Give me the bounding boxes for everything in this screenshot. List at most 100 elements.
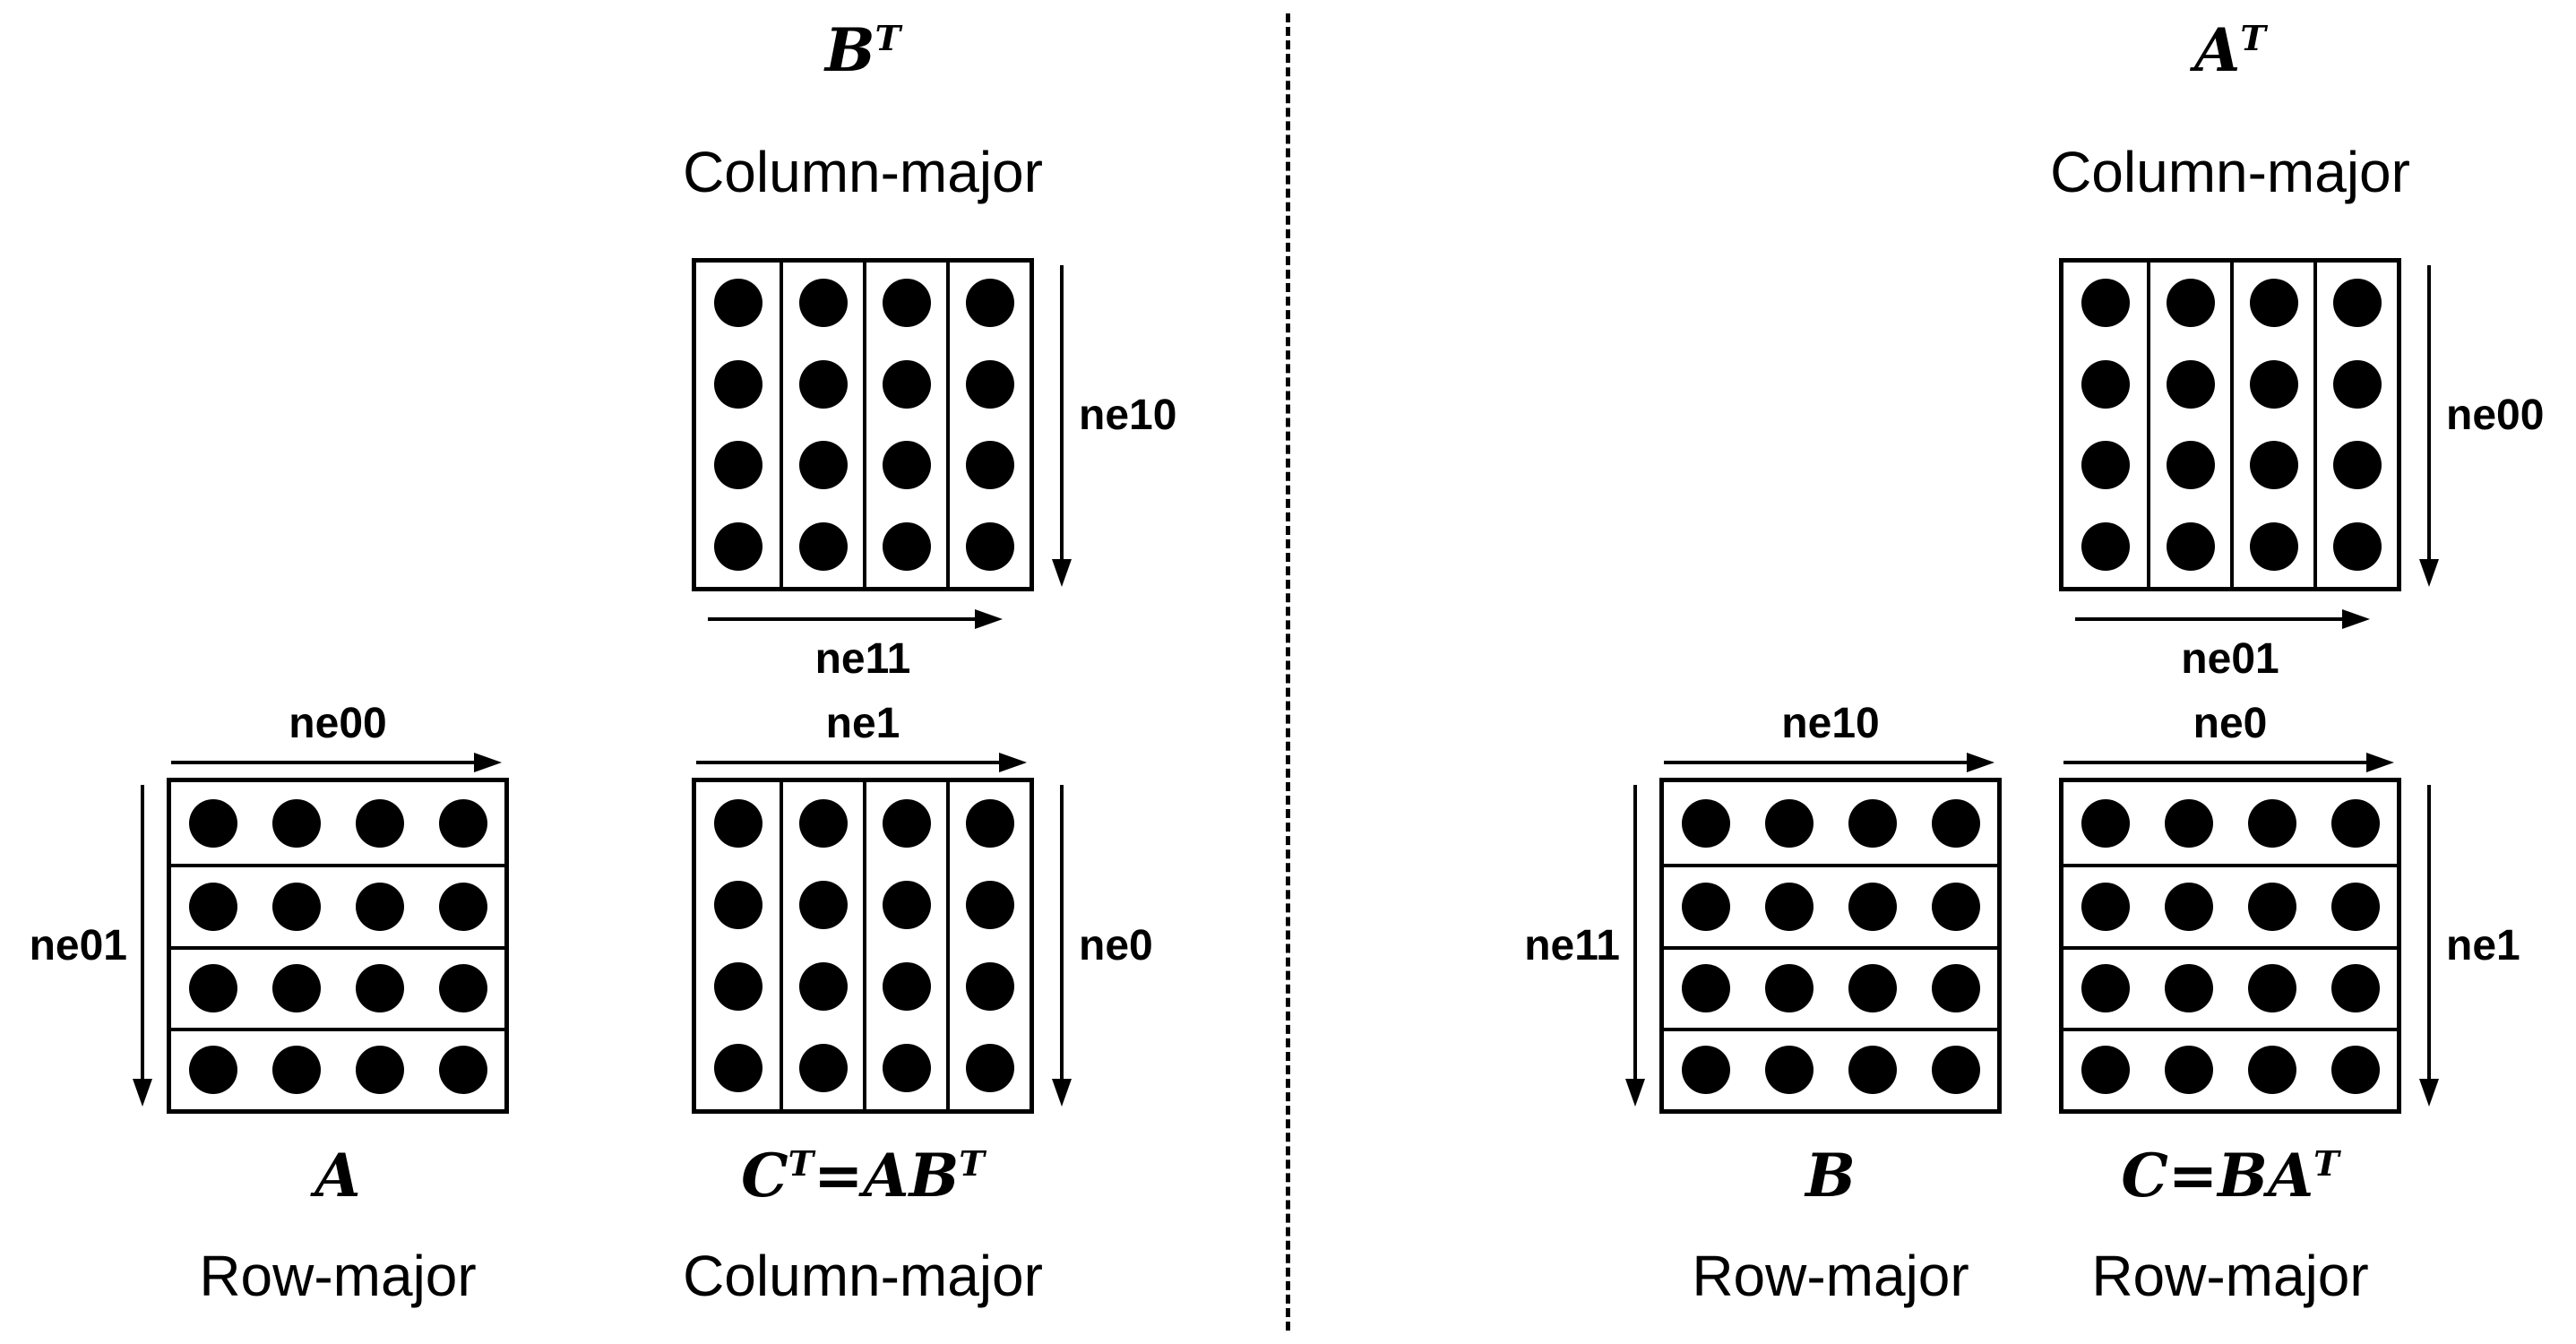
matrix-dot: [1931, 1046, 1980, 1095]
matrix-dot: [2166, 279, 2215, 328]
title-text: A: [2194, 15, 2241, 85]
matrix-dot: [271, 964, 321, 1013]
matrix-strip: [946, 263, 1030, 587]
arrow-head: [1625, 1079, 1645, 1107]
matrix-dot: [713, 880, 762, 929]
matrix-dot: [798, 521, 848, 571]
matrix-dot: [713, 359, 762, 409]
matrix-dot: [798, 359, 848, 409]
matrix-dot: [882, 279, 931, 328]
matrix-dot: [798, 962, 848, 1012]
ne0-label-top: ne0: [2193, 700, 2268, 747]
arrow-head: [133, 1079, 152, 1107]
matrix-bt: [692, 258, 1034, 591]
matrix-dot: [2332, 441, 2382, 490]
matrix-dot: [355, 964, 404, 1013]
title-text: A: [314, 1141, 361, 1210]
title-text: =AB: [814, 1141, 960, 1210]
matrix-dot: [2332, 521, 2382, 571]
matrix-strip: [2063, 263, 2147, 587]
title-text: B: [1805, 1141, 1856, 1210]
ne11-label: ne11: [814, 635, 911, 683]
arrow-head: [2342, 609, 2370, 629]
title-superscript: T: [959, 1144, 985, 1185]
matrix-dot: [1848, 1046, 1897, 1095]
matrix-dot: [798, 279, 848, 328]
matrix-dot: [1764, 798, 1814, 848]
matrix-dot: [355, 882, 404, 931]
matrix-strip: [171, 945, 504, 1028]
matrix-dot: [713, 962, 762, 1012]
matrix-dot: [188, 1046, 237, 1095]
ne00-label: ne00: [289, 700, 387, 747]
arrow-ne01-right: [2075, 609, 2370, 629]
matrix-title-b: B: [1659, 1140, 2002, 1211]
matrix-dot: [2081, 359, 2130, 409]
matrix-strip: [171, 864, 504, 945]
matrix-dot: [188, 964, 237, 1013]
matrix-dot: [355, 798, 404, 848]
matrix-dot: [2247, 882, 2296, 931]
matrix-title-c: C=BAT: [1969, 1140, 2491, 1211]
matrix-dot: [1764, 964, 1814, 1013]
matrix-dot: [271, 798, 321, 848]
matrix-dot: [965, 1044, 1014, 1093]
ne0-label: ne0: [1079, 922, 1153, 969]
matrix-strip: [780, 782, 863, 1109]
matrix-strip: [1664, 782, 1997, 864]
arrow-ne1-right: [696, 753, 1027, 772]
matrix-dot: [188, 798, 237, 848]
matrix-strip: [2063, 1027, 2397, 1109]
matrix-dot: [713, 1044, 762, 1093]
matrix-dot: [2081, 1046, 2130, 1095]
arrow-ne01-down: [133, 785, 152, 1107]
matrix-strip: [2063, 864, 2397, 945]
matrix-dot: [965, 962, 1014, 1012]
matrix-dot: [798, 1044, 848, 1093]
matrix-dot: [1848, 882, 1897, 931]
matrix-strip: [696, 782, 780, 1109]
matrix-dot: [2081, 279, 2130, 328]
arrow-head: [2366, 753, 2394, 772]
matrix-strip: [1664, 864, 1997, 945]
matrix-dot: [2332, 279, 2382, 328]
matrix-dot: [798, 880, 848, 929]
matrix-strip: [171, 782, 504, 864]
matrix-dot: [713, 521, 762, 571]
matrix-dot: [2081, 798, 2130, 848]
matrix-dot: [2166, 441, 2215, 490]
matrix-dot: [965, 880, 1014, 929]
matrix-dot: [188, 882, 237, 931]
arrow-head: [474, 753, 502, 772]
arrow-head: [975, 609, 1003, 629]
matrix-dot: [2330, 964, 2380, 1013]
matrix-dot: [2247, 1046, 2296, 1095]
matrix-dot: [1931, 964, 1980, 1013]
matrix-dot: [965, 359, 1014, 409]
matrix-dot: [1931, 798, 1980, 848]
title-superscript: T: [2240, 19, 2266, 59]
matrix-dot: [438, 798, 487, 848]
matrix-dot: [882, 1044, 931, 1093]
title-superscript: T: [874, 19, 901, 59]
matrix-dot: [965, 798, 1014, 848]
matrix-strip: [1664, 1027, 1997, 1109]
matrix-title-a: A: [167, 1140, 509, 1211]
layout-label-b: Row-major: [1692, 1244, 1969, 1308]
matrix-dot: [1681, 1046, 1730, 1095]
matrix-dot: [965, 521, 1014, 571]
arrow-ne11-right: [708, 609, 1003, 629]
matrix-dot: [2332, 359, 2382, 409]
matrix-strip: [2063, 945, 2397, 1028]
matrix-dot: [2247, 964, 2296, 1013]
ne00-label-right: ne00: [2446, 392, 2545, 439]
title-text: C=BA: [2121, 1141, 2314, 1210]
matrix-dot: [713, 798, 762, 848]
matrix-at: [2059, 258, 2401, 591]
title-text: C: [741, 1141, 788, 1210]
matrix-dot: [2249, 521, 2298, 571]
layout-label-a: Row-major: [199, 1244, 477, 1308]
matrix-dot: [1848, 798, 1897, 848]
arrow-head: [1967, 753, 1994, 772]
matrix-a: [167, 778, 509, 1114]
